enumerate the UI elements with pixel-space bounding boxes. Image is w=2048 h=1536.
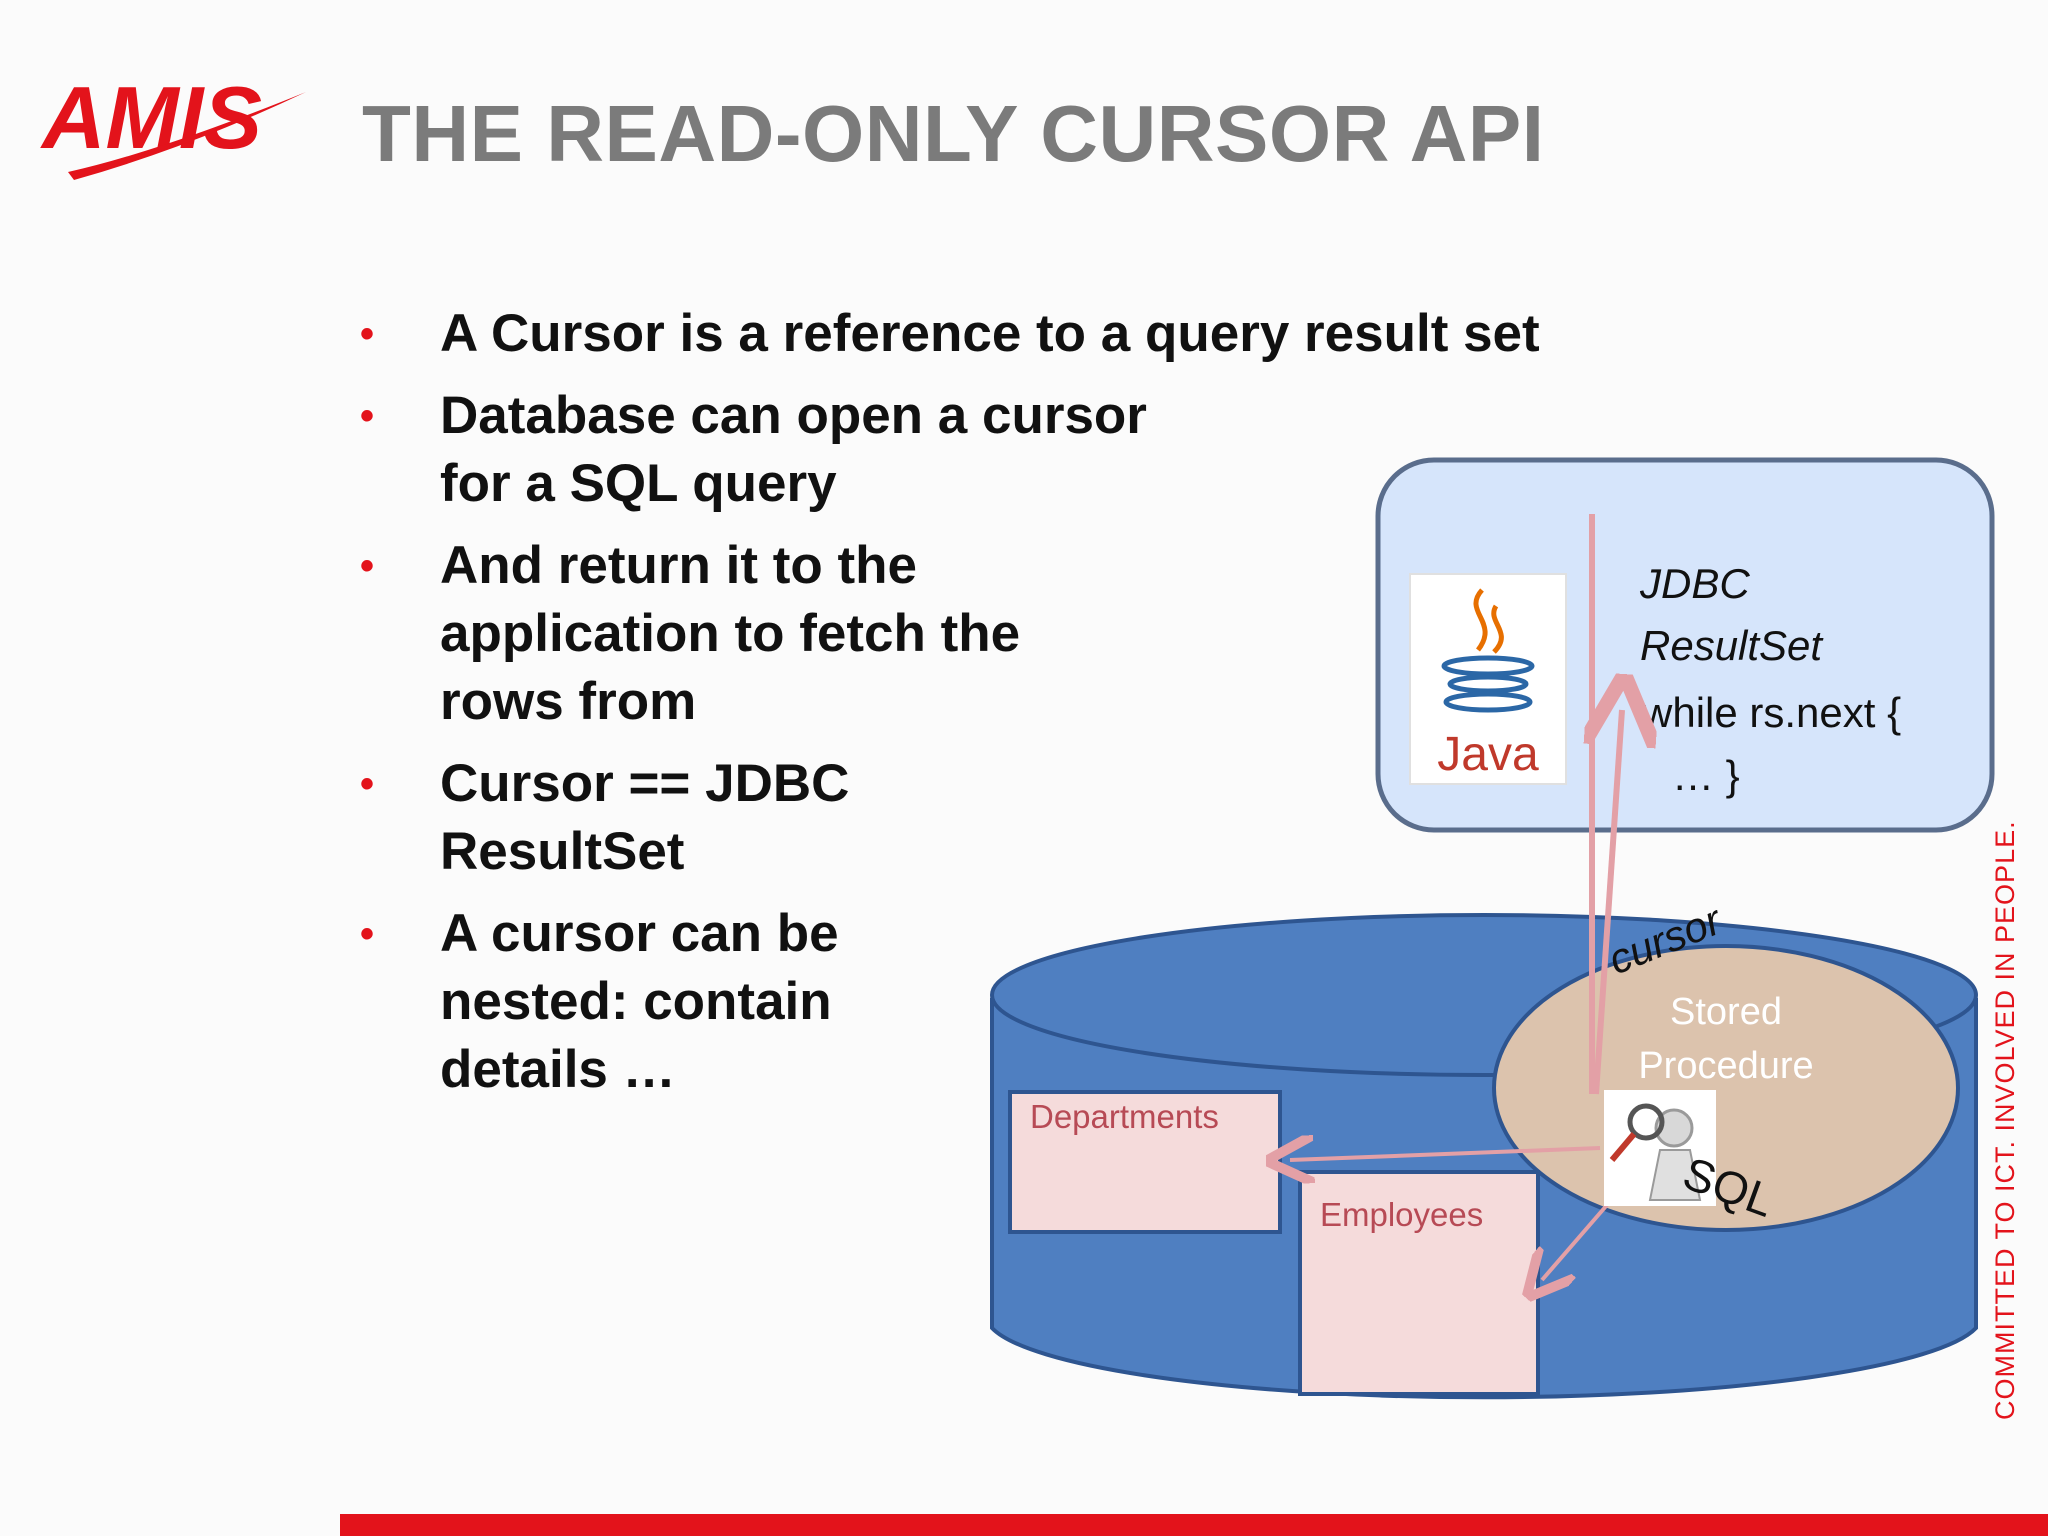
bullet-list: • A Cursor is a reference to a query res… xyxy=(360,300,1540,1118)
cursor-arrow xyxy=(1596,710,1622,1095)
tagline-vertical: COMMITTED TO ICT. INVOLVED IN PEOPLE. xyxy=(1990,820,2020,1420)
bullet-line: ResultSet xyxy=(440,822,685,881)
bullet-line: application to fetch the xyxy=(440,604,1021,663)
sql-search-icon xyxy=(1604,1090,1716,1206)
bullet-line: details … xyxy=(440,1040,676,1099)
code-line-1: while rs.next { xyxy=(1641,689,1901,736)
resultset-label: ResultSet xyxy=(1640,622,1824,669)
bullet-line: rows from xyxy=(440,672,697,731)
arrow-to-departments xyxy=(1290,1148,1601,1160)
stored-label: Stored xyxy=(1670,991,1782,1033)
java-logo-text: Java xyxy=(1437,728,1539,781)
bullet-item: • Cursor == JDBC ResultSet xyxy=(360,750,1540,886)
procedure-label: Procedure xyxy=(1638,1045,1813,1087)
employees-label: Employees xyxy=(1320,1196,1483,1233)
bullet-line: for a SQL query xyxy=(440,454,837,513)
bullet-dot: • xyxy=(360,762,375,806)
departments-table xyxy=(1008,1090,1282,1234)
bullet-item: • A Cursor is a reference to a query res… xyxy=(360,300,1540,368)
logo-swoosh xyxy=(68,92,306,180)
bottom-accent-bar xyxy=(340,1514,2048,1536)
bullet-line: Cursor == JDBC xyxy=(440,754,850,813)
jdbc-label: JDBC xyxy=(1639,560,1750,607)
bullet-item: • Database can open a cursor for a SQL q… xyxy=(360,382,1540,518)
bullet-dot: • xyxy=(360,912,375,956)
bullet-line: And return it to the xyxy=(440,536,917,595)
bullet-dot: • xyxy=(360,312,375,356)
bullet-dot: • xyxy=(360,394,375,438)
bullet-line: nested: contain xyxy=(440,972,832,1031)
page-title: THE READ-ONLY CURSOR API xyxy=(362,89,1545,178)
bullet-item: • A cursor can be nested: contain detail… xyxy=(360,900,1540,1104)
bullet-dot: • xyxy=(360,544,375,588)
amis-logo: AMIS xyxy=(40,68,306,180)
bullet-line: Database can open a cursor xyxy=(440,386,1147,445)
bullet-line: A Cursor is a reference to a query resul… xyxy=(440,304,1540,363)
departments-label: Departments xyxy=(1030,1098,1219,1135)
bullet-item: • And return it to the application to fe… xyxy=(360,532,1540,736)
bullet-line: A cursor can be xyxy=(440,904,839,963)
java-logo-icon: Java xyxy=(1409,573,1567,785)
code-line-2: … } xyxy=(1672,752,1740,799)
